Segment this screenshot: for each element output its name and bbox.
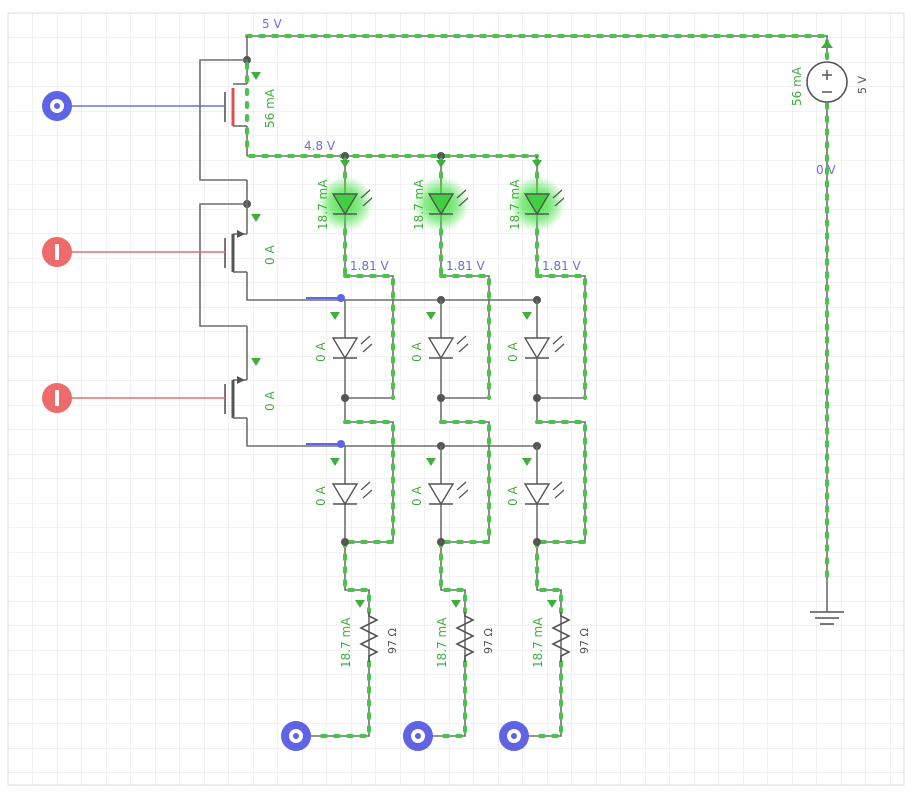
row-transistor-1-current: 0 A — [263, 245, 277, 265]
logic-input-col2[interactable] — [403, 721, 433, 751]
lit-led-3-current: 18.7 mA — [508, 179, 522, 230]
resistor-3[interactable] — [551, 612, 571, 662]
ground-symbol — [810, 611, 844, 625]
logic-input-col1[interactable] — [281, 721, 311, 751]
grid-background — [7, 12, 905, 786]
resistor-3-value: 97 Ω — [578, 628, 591, 654]
dark-led-r2-c1-current: 0 A — [314, 486, 328, 506]
lit-led-3[interactable] — [509, 176, 565, 232]
node-voltage-3: 1.81 V — [542, 259, 582, 273]
rail-voltage-label: 5 V — [262, 17, 282, 31]
resistor-3-current: 18.7 mA — [531, 617, 545, 668]
logic-input-top[interactable] — [42, 91, 72, 121]
top-transistor[interactable] — [224, 60, 249, 156]
logic-input-row1[interactable] — [42, 237, 72, 267]
resistor-1[interactable] — [359, 612, 379, 662]
ground-voltage-label: 0 V — [816, 163, 836, 177]
row-transistor-2-current: 0 A — [263, 391, 277, 411]
logic-input-col3[interactable] — [499, 721, 529, 751]
lit-led-1[interactable] — [317, 176, 373, 232]
row-transistor-1[interactable] — [224, 204, 345, 301]
dark-led-r1-c3-current: 0 A — [506, 342, 520, 362]
voltage-source[interactable] — [806, 61, 848, 103]
resistor-1-current: 18.7 mA — [339, 617, 353, 668]
source-current-arrow — [821, 40, 833, 48]
dark-led-r1-c3[interactable] — [523, 335, 565, 360]
lit-led-2[interactable] — [413, 176, 469, 232]
node-voltage-1: 1.81 V — [350, 259, 390, 273]
source-voltage-label: 5 V — [856, 76, 869, 94]
logic-input-row2[interactable] — [42, 383, 72, 413]
lit-led-1-current: 18.7 mA — [316, 179, 330, 230]
lit-led-2-current: 18.7 mA — [412, 179, 426, 230]
column-1 — [300, 156, 395, 738]
source-current-label: 56 mA — [790, 66, 804, 106]
dark-led-r2-c2-current: 0 A — [410, 486, 424, 506]
dark-led-r1-c1-current: 0 A — [314, 342, 328, 362]
dark-led-r1-c2-current: 0 A — [410, 342, 424, 362]
dark-led-r2-c3[interactable] — [523, 481, 565, 506]
dark-led-r2-c1[interactable] — [331, 481, 373, 506]
dark-led-r2-c3-current: 0 A — [506, 486, 520, 506]
row-transistor-2[interactable] — [224, 350, 345, 447]
drain-voltage-label: 4.8 V — [304, 139, 336, 153]
supply-rail — [245, 34, 829, 612]
resistor-2[interactable] — [455, 612, 475, 662]
dark-led-r1-c2[interactable] — [427, 335, 469, 360]
column-2 — [420, 156, 491, 738]
top-transistor-current: 56 mA — [263, 88, 277, 128]
resistor-2-current: 18.7 mA — [435, 617, 449, 668]
dark-led-r2-c2[interactable] — [427, 481, 469, 506]
resistor-2-value: 97 Ω — [482, 628, 495, 654]
resistor-1-value: 97 Ω — [386, 628, 399, 654]
node-voltage-2: 1.81 V — [446, 259, 486, 273]
dark-led-r1-c1[interactable] — [331, 335, 373, 360]
